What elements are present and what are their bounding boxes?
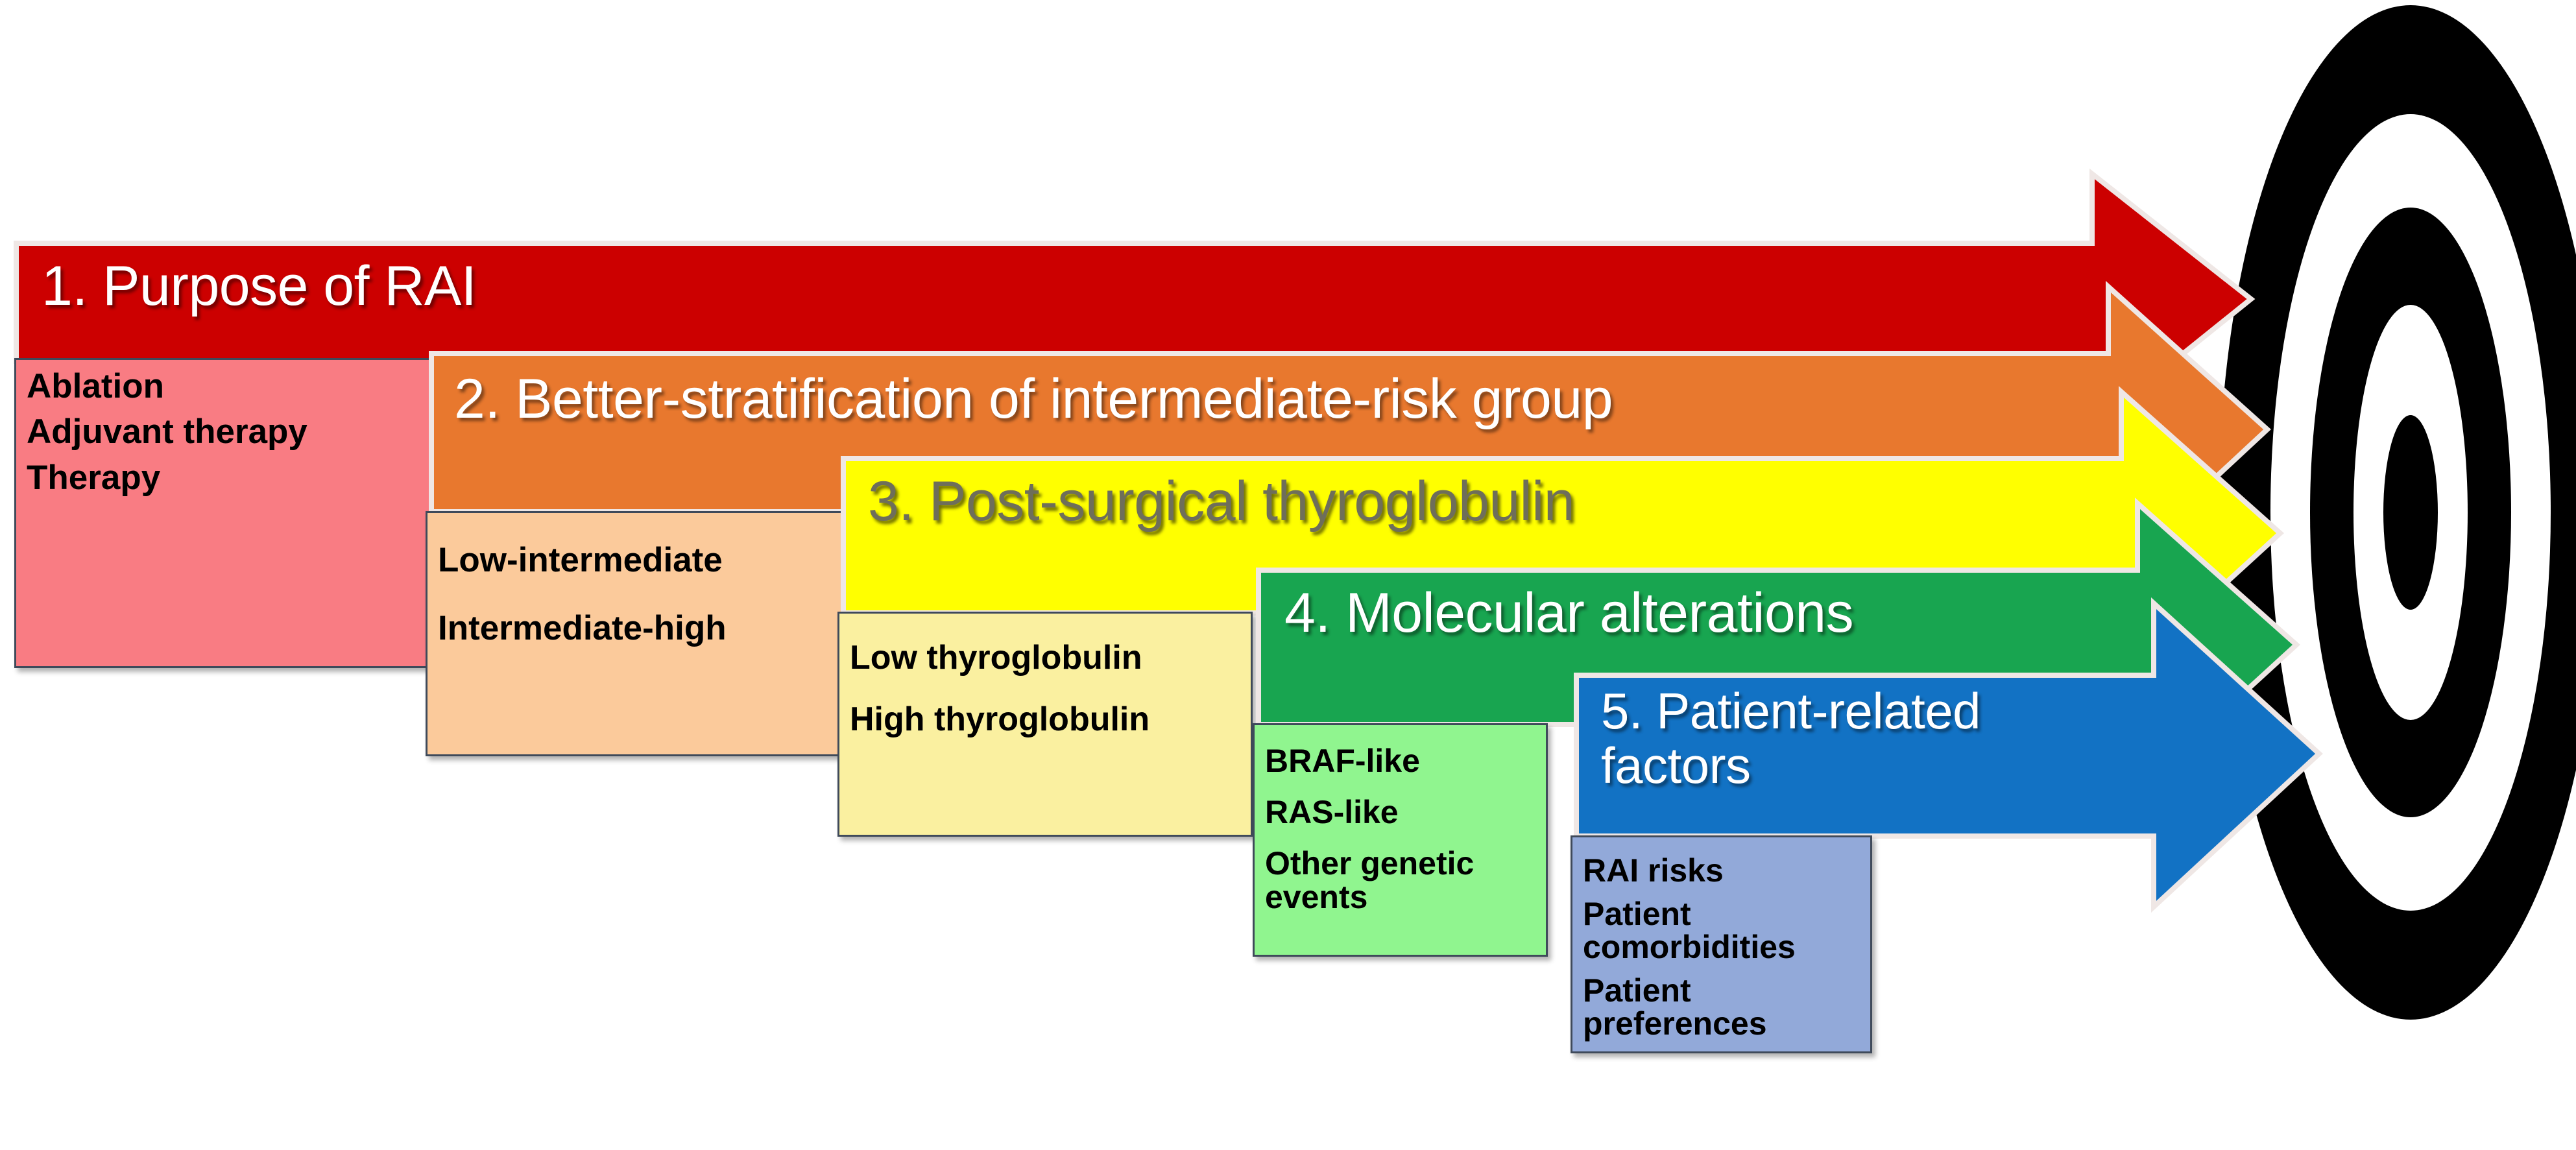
step-3-item-0: Low thyroglobulin	[850, 639, 1142, 677]
step-box-3[interactable]: Low thyroglobulin High thyroglobulin	[837, 612, 1253, 837]
step-5-item-0: RAI risks	[1583, 852, 1724, 889]
step-4-item-0: BRAF-like	[1265, 743, 1420, 779]
step-1-item-2: Therapy	[27, 458, 161, 497]
step-5-item-2: Patient preferences	[1583, 972, 1767, 1042]
step-band-1[interactable]	[13, 168, 2257, 433]
step-2-item-1: Intermediate-high	[438, 608, 727, 647]
step-4-item-1: RAS-like	[1265, 794, 1399, 830]
step-1-item-0: Ablation	[27, 367, 164, 405]
step-box-4[interactable]: BRAF-like RAS-like Other genetic events	[1253, 723, 1548, 957]
step-box-2[interactable]: Low-intermediate Intermediate-high	[426, 511, 847, 756]
step-box-1[interactable]: Ablation Adjuvant therapy Therapy	[14, 358, 433, 668]
step-1-item-1: Adjuvant therapy	[27, 413, 307, 451]
step-4-item-2: Other genetic events	[1265, 845, 1475, 915]
step-band-5[interactable]	[1573, 597, 2326, 913]
step-2-item-0: Low-intermediate	[438, 541, 723, 579]
step-3-item-1: High thyroglobulin	[850, 701, 1150, 739]
step-box-5[interactable]: RAI risks Patient comorbidities Patient …	[1571, 835, 1872, 1053]
step-5-item-1: Patient comorbidities	[1583, 895, 1796, 965]
target-bullseye-center	[2383, 415, 2438, 610]
